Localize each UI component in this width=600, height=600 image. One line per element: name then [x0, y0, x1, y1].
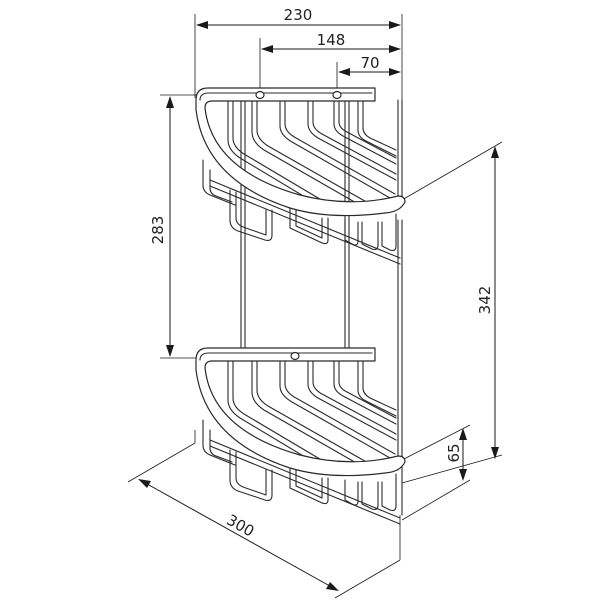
dimension-342-label: 342: [476, 286, 494, 315]
dimension-148-label: 148: [317, 31, 346, 49]
bottom-basket-inner-wires: [227, 359, 397, 473]
dimension-283-label: 283: [149, 216, 167, 245]
dimension-70-label: 70: [360, 54, 379, 72]
dimension-230: 230: [196, 6, 401, 29]
dimension-65: 65: [401, 424, 471, 521]
dimension-230-label: 230: [284, 6, 313, 24]
top-basket-inner-wires: [227, 99, 397, 213]
top-basket-loops: [202, 159, 401, 265]
top-basket-rim: [195, 87, 406, 217]
bottom-basket-rim: [195, 347, 406, 477]
top-mount-hole-left: [255, 90, 265, 100]
bottom-mount-hole: [290, 351, 300, 361]
top-basket: [195, 87, 406, 265]
dimension-283: 283: [149, 94, 200, 359]
bottom-basket: [195, 347, 406, 525]
bottom-basket-loops: [202, 419, 401, 525]
dimension-65-label: 65: [445, 443, 463, 462]
dimension-148: 148: [261, 31, 401, 53]
top-mount-hole-right: [332, 90, 342, 100]
dimension-70: 70: [338, 54, 401, 76]
dimension-342: 342: [401, 141, 503, 484]
